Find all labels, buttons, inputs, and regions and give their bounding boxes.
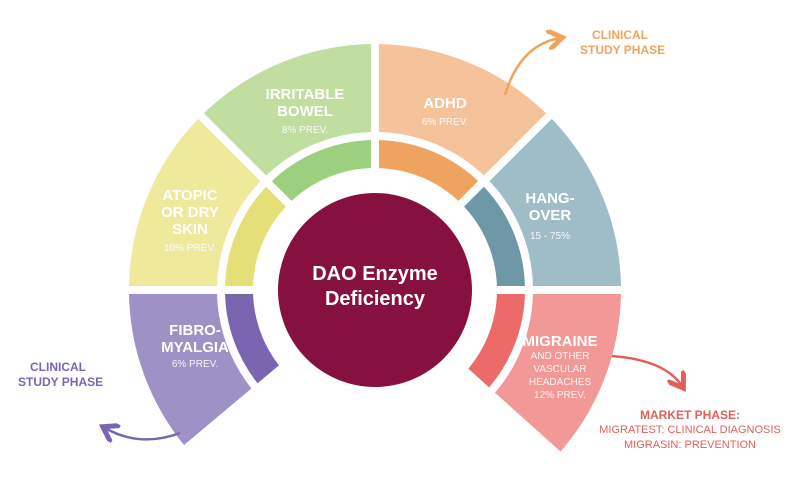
label-l1: ADHD [423,95,467,112]
label-l1: FIBRO- [169,322,221,339]
prevalence: 12% PREV. [534,390,586,401]
center-line1: DAO Enzyme [312,263,438,285]
segment-hangover: HANG- OVER 15 - 75% [500,190,600,243]
migraine-phase-annotation: MARKET PHASE: MIGRATEST: CLINICAL DIAGNO… [585,408,795,453]
label-l3: SKIN [172,221,208,238]
sub-line1: AND OTHER [530,351,590,362]
prevalence: 6% PREV. [171,359,219,370]
label-l1: ATOPIC [162,187,218,204]
label-l2: BOWEL [277,103,333,120]
segment-migraine-inner [457,286,534,399]
segment-adhd: ADHD 6% PREV. [395,95,495,129]
migraine-arrow [611,354,682,386]
segment-atopic-skin: ATOPIC OR DRY SKIN 10% PREV. [135,187,245,255]
label-l1: HANG- [525,190,575,207]
center-circle [278,193,472,387]
ann-l1: MIGRATEST: CLINICAL DIAGNOSIS [599,424,781,436]
prevalence: 15 - 75% [529,231,571,242]
segment-migraine: MIGRAINE AND OTHER VASCULAR HEADACHES 12… [505,333,615,402]
label-l2: OVER [528,207,572,224]
prevalence: 6% PREV. [421,117,469,128]
prevalence: 8% PREV. [281,125,329,136]
sub-line2: VASCULAR [533,364,587,375]
segment-irritable-bowel: IRRITABLE BOWEL 8% PREV. [250,86,360,137]
ann-l2: STUDY PHASE [580,43,666,57]
label-l1: IRRITABLE [265,86,345,103]
prevalence: 10% PREV. [164,243,216,254]
label-l2: MYALGIA [161,339,229,356]
label-l1: MIGRAINE [522,333,598,350]
segment-fibromyalgia: FIBRO- MYALGIA 6% PREV. [140,322,250,371]
ann-l2: STUDY PHASE [18,375,104,389]
ann-l1: CLINICAL [30,360,86,374]
ann-l2: MIGRASIN: PREVENTION [623,439,757,451]
fibro-arrow [105,428,181,439]
center-line2: Deficiency [324,288,426,310]
label-l2: OR DRY [161,204,219,221]
center-title: DAO Enzyme Deficiency [285,262,465,312]
fibro-phase-annotation: CLINICAL STUDY PHASE [18,360,103,390]
adhd-phase-annotation: CLINICAL STUDY PHASE [580,28,665,58]
adhd-arrow [503,38,560,96]
ann-title: MARKET PHASE: [639,408,740,422]
sub-line3: HEADACHES [528,377,592,388]
ann-l1: CLINICAL [592,28,648,42]
